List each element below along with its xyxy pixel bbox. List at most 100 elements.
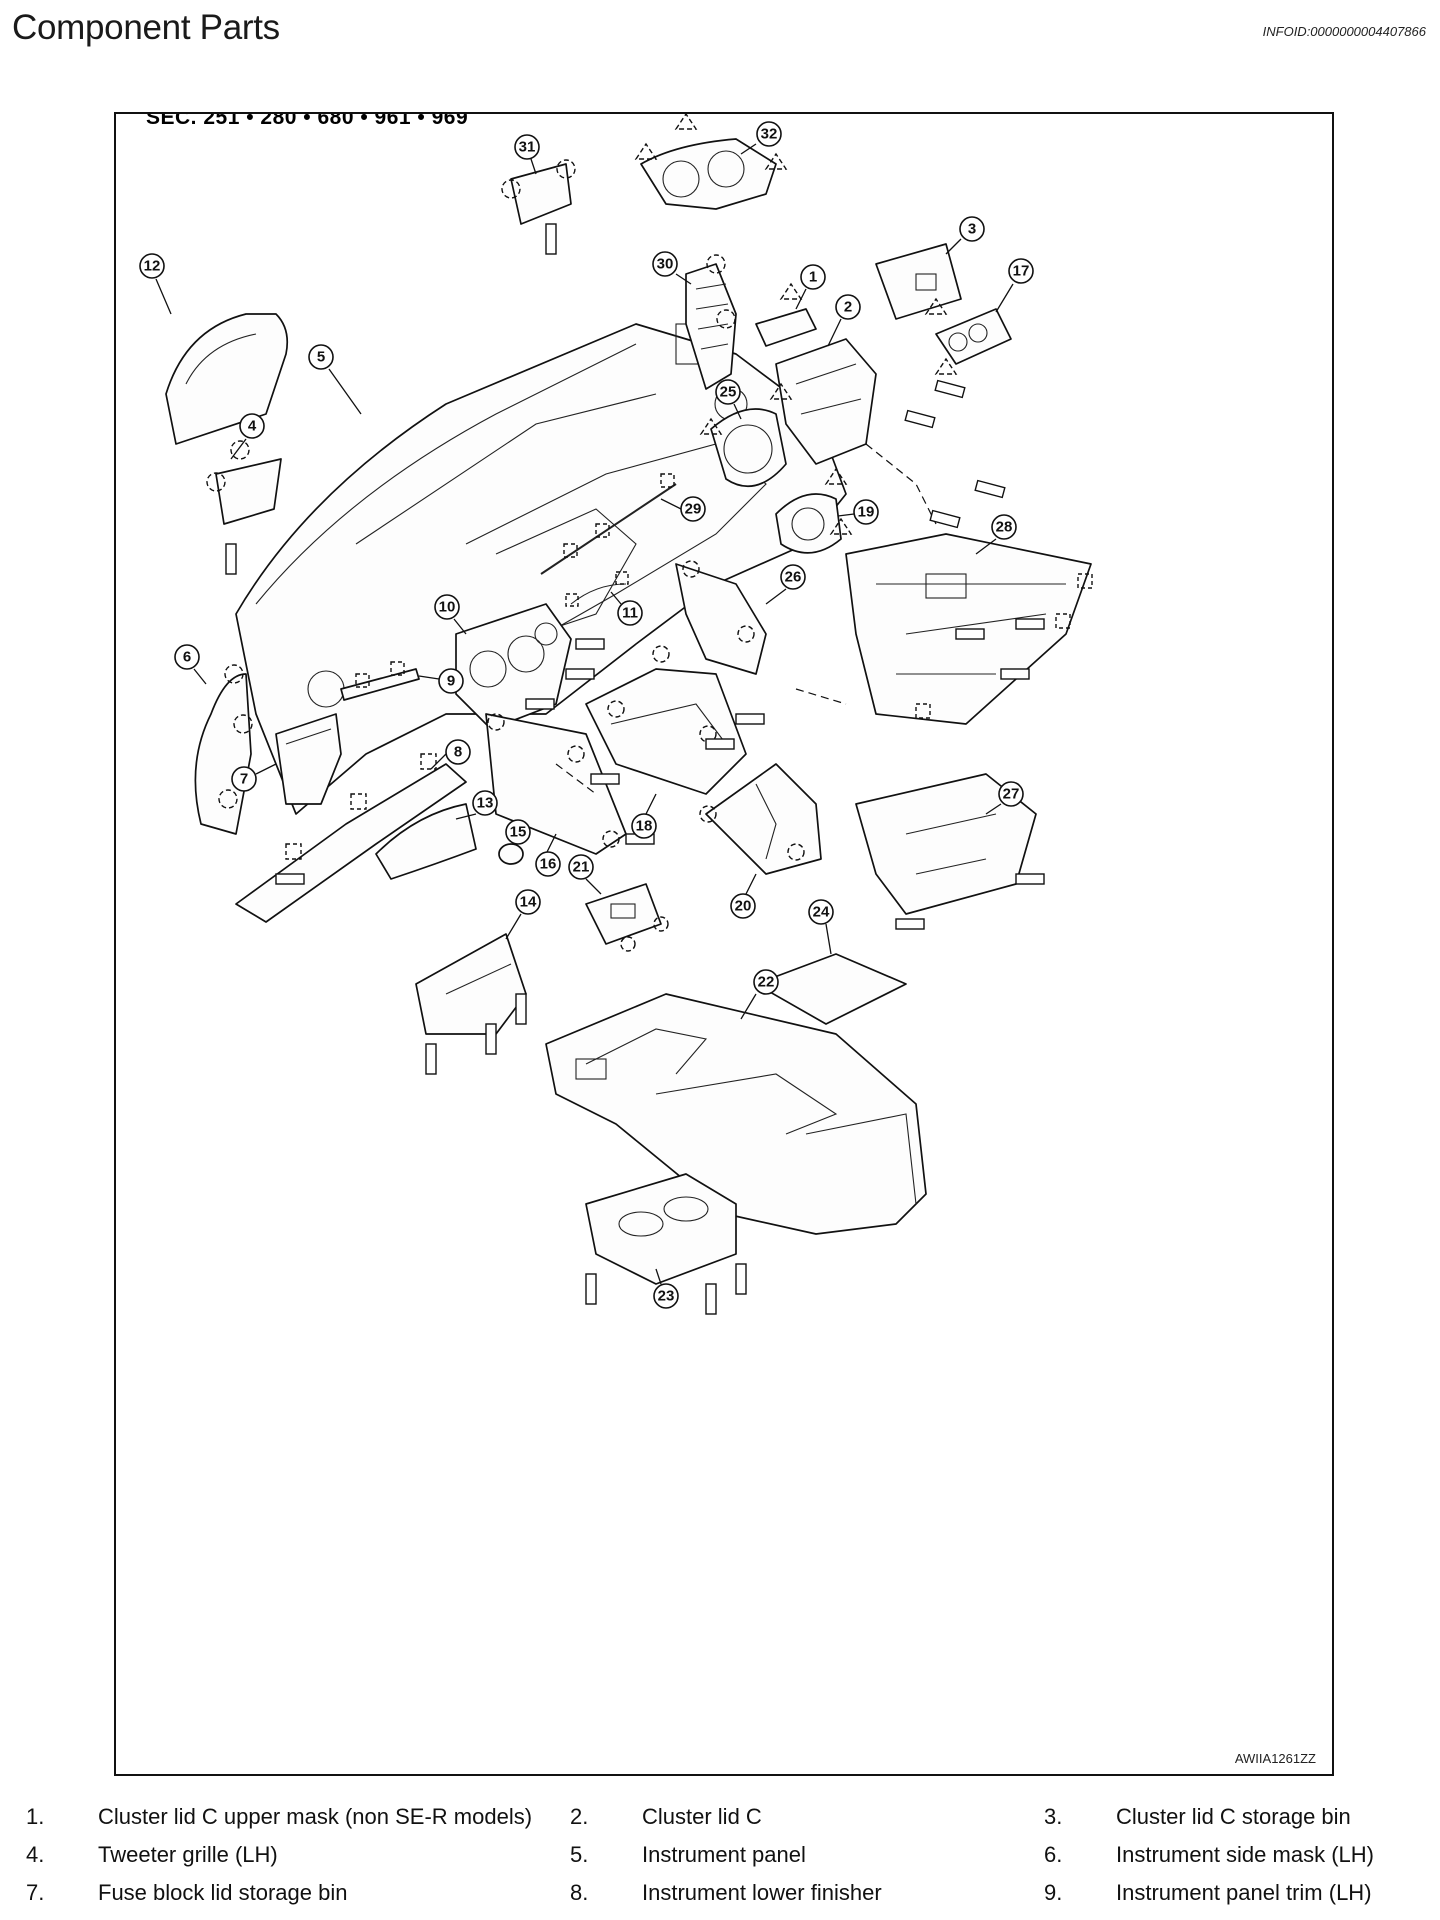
callout-14: 14 — [505, 889, 541, 940]
callout-2-label: 2 — [844, 299, 852, 316]
callout-26: 26 — [765, 564, 806, 605]
callout-24: 24 — [808, 899, 834, 955]
legend-label: Instrument side mask (LH) — [1116, 1842, 1374, 1867]
legend-label: Cluster lid C — [642, 1804, 762, 1829]
part-14-shape — [415, 933, 527, 1035]
callout-15-label: 15 — [510, 824, 527, 841]
callout-29-label: 29 — [685, 501, 702, 518]
part-9-shape — [340, 661, 420, 701]
callout-11-label: 11 — [622, 605, 638, 622]
part-13-shape — [375, 803, 477, 880]
callout-21-label: 21 — [573, 859, 590, 876]
callout-31-label: 31 — [519, 139, 536, 156]
callout-24-label: 24 — [813, 904, 830, 921]
parts-legend: 1. Cluster lid C upper mask (non SE-R mo… — [0, 1804, 1440, 1914]
callout-7-label: 7 — [240, 771, 248, 788]
callout-31: 31 — [514, 134, 540, 175]
callout-12: 12 — [139, 253, 172, 315]
callout-17: 17 — [995, 258, 1034, 313]
exploded-parts-diagram: 12 4 5 31 32 30 1 — [139, 114, 1093, 1315]
callout-16: 16 — [535, 833, 561, 877]
callout-4: 4 — [230, 413, 265, 460]
callout-21: 21 — [568, 854, 602, 895]
part-26-shape — [675, 560, 767, 675]
callout-27: 27 — [985, 781, 1024, 815]
legend-number: 4. — [26, 1842, 45, 1867]
legend-number: 1. — [26, 1804, 45, 1829]
callout-6: 6 — [174, 644, 207, 685]
callout-18-label: 18 — [636, 818, 653, 835]
callout-16-label: 16 — [540, 856, 557, 873]
page-title: Component Parts — [12, 8, 280, 47]
callout-30-label: 30 — [657, 256, 674, 273]
part-22-shape — [545, 993, 927, 1235]
callout-5: 5 — [308, 344, 362, 415]
callout-23-label: 23 — [658, 1288, 675, 1305]
legend-number: 7. — [26, 1880, 45, 1905]
part-1-shape — [755, 282, 817, 347]
callout-13-label: 13 — [477, 795, 494, 812]
legend-number: 9. — [1044, 1880, 1063, 1905]
callout-15: 15 — [505, 819, 531, 845]
legend-number: 6. — [1044, 1842, 1063, 1867]
callout-7: 7 — [231, 763, 277, 792]
callout-14-label: 14 — [520, 894, 537, 911]
callout-32-label: 32 — [761, 126, 778, 143]
callout-11: 11 — [610, 591, 643, 626]
callout-8: 8 — [430, 739, 471, 770]
callout-2: 2 — [827, 294, 861, 347]
callout-27-label: 27 — [1003, 786, 1020, 803]
callout-25-label: 25 — [720, 384, 737, 401]
callout-9-label: 9 — [447, 673, 455, 690]
part-31-shape — [501, 159, 576, 225]
section-reference: SEC. 251 • 280 • 680 • 961 • 969 — [146, 112, 469, 129]
callout-6-label: 6 — [183, 649, 191, 666]
callout-9: 9 — [418, 668, 464, 694]
part-20-shape — [699, 763, 822, 875]
part-29-shape — [540, 473, 677, 575]
callout-3: 3 — [945, 216, 985, 255]
callout-10-label: 10 — [439, 599, 456, 616]
part-25-shape — [699, 382, 793, 488]
callout-4-label: 4 — [248, 418, 257, 435]
callout-29: 29 — [660, 496, 706, 522]
part-18-shape — [585, 645, 747, 795]
callout-18: 18 — [631, 793, 657, 839]
callout-10: 10 — [434, 594, 467, 635]
legend-label: Cluster lid C storage bin — [1116, 1804, 1351, 1829]
part-6-shape — [194, 664, 253, 835]
part-23-shape — [585, 1173, 737, 1285]
figure-code: AWIIA1261ZZ — [1234, 1751, 1316, 1766]
callout-28: 28 — [975, 514, 1017, 555]
exploded-diagram-frame: 12 4 5 31 32 30 1 — [114, 112, 1334, 1776]
callout-3-label: 3 — [968, 221, 976, 238]
part-24-shape — [755, 953, 907, 1025]
part-15-shape — [498, 843, 524, 865]
legend-number: 2. — [570, 1804, 589, 1829]
legend-label: Tweeter grille (LH) — [98, 1842, 278, 1867]
part-30-shape — [685, 254, 737, 390]
part-12-shape — [165, 313, 289, 445]
part-32-shape — [634, 114, 788, 210]
callout-1-label: 1 — [809, 269, 817, 286]
callout-20-label: 20 — [735, 898, 752, 915]
part-3-shape — [875, 243, 962, 320]
callout-30: 30 — [652, 251, 692, 285]
part-4-shape — [206, 440, 282, 525]
callout-28-label: 28 — [996, 519, 1013, 536]
legend-number: 3. — [1044, 1804, 1063, 1829]
callout-5-label: 5 — [317, 349, 325, 366]
info-id: INFOID:0000000004407866 — [1262, 24, 1426, 39]
part-19-shape — [775, 467, 853, 554]
callout-8-label: 8 — [454, 744, 462, 761]
legend-number: 5. — [570, 1842, 589, 1867]
callout-26-label: 26 — [785, 569, 802, 586]
callout-17-label: 17 — [1013, 263, 1030, 280]
legend-label: Fuse block lid storage bin — [98, 1880, 348, 1905]
part-7-shape — [275, 713, 342, 805]
legend-label: Cluster lid C upper mask (non SE-R model… — [98, 1804, 533, 1829]
screws — [225, 223, 1045, 1315]
part-11-shape — [565, 571, 629, 607]
callout-23: 23 — [653, 1268, 679, 1309]
part-21-shape — [585, 883, 669, 952]
